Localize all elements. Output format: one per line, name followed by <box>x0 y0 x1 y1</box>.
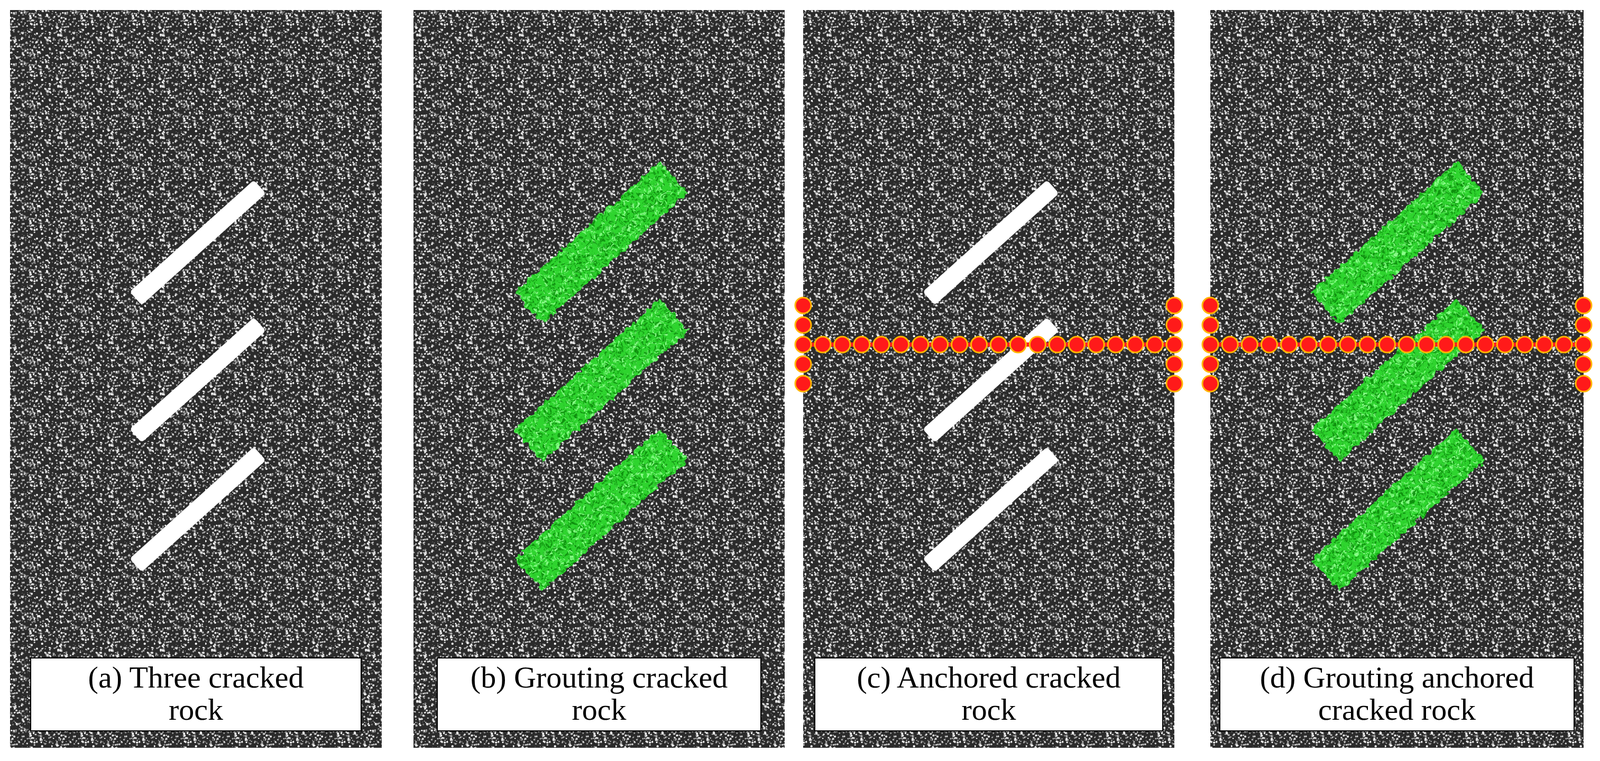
rock-specimen <box>1210 10 1584 749</box>
rock-panel <box>10 10 382 749</box>
grout-fill <box>514 161 688 324</box>
caption-box: (b) Grouting cracked rock <box>436 657 762 732</box>
crack-slot <box>129 447 266 573</box>
grout-fill <box>514 428 688 591</box>
panel-caption: (c) Anchored cracked rock <box>836 661 1142 727</box>
panel-caption: (b) Grouting cracked rock <box>464 661 734 727</box>
anchor-bolt <box>1202 297 1592 392</box>
crack-slot <box>922 447 1060 573</box>
panel-caption: (a) Three cracked rock <box>57 661 335 727</box>
caption-box: (d) Grouting anchored cracked rock <box>1219 657 1575 732</box>
rock-panel <box>413 10 785 749</box>
grout-fill <box>1311 161 1485 324</box>
rock-specimen <box>10 10 382 749</box>
crack-slot <box>129 180 266 306</box>
rock-panel <box>1202 10 1592 749</box>
rock-panel <box>795 10 1183 749</box>
rock-specimen <box>803 10 1175 749</box>
crack-slot <box>922 317 1060 444</box>
caption-box: (a) Three cracked rock <box>30 657 362 732</box>
crack-slot <box>922 180 1060 306</box>
crack-slot <box>129 317 266 444</box>
grout-fill <box>1311 428 1485 591</box>
anchor-bolt <box>795 297 1183 392</box>
rock-specimen <box>413 10 785 749</box>
caption-box: (c) Anchored cracked rock <box>814 657 1164 732</box>
panel-caption: (d) Grouting anchored cracked rock <box>1252 661 1542 727</box>
